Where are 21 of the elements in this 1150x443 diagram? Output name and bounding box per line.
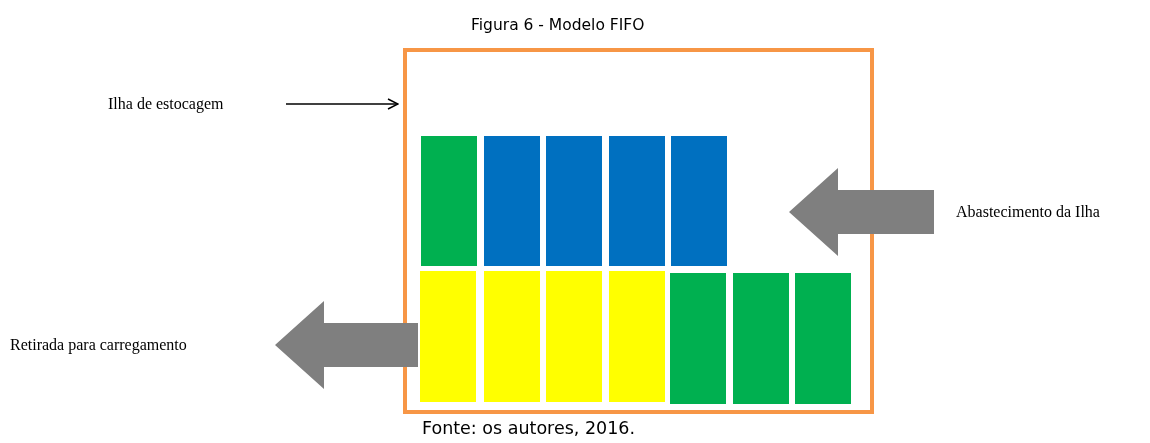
pallet-block [609, 271, 665, 402]
pallet-block [609, 136, 665, 266]
pallet-block [671, 136, 727, 266]
block-arrow [789, 168, 934, 256]
pallet-block [795, 273, 851, 404]
pallet-block [421, 136, 477, 266]
arrow [285, 98, 399, 110]
label-text: Retirada para carregamento [10, 335, 252, 355]
label-text: Ilha de estocagem [108, 94, 266, 114]
pallet-block [733, 273, 789, 404]
pallet-block [420, 271, 476, 402]
pallet-block [484, 271, 540, 402]
pallet-block [546, 136, 602, 266]
label-text: Abastecimento da Ilha [956, 202, 1150, 222]
figure-title: Figura 6 - Modelo FIFO [471, 16, 645, 34]
figure-caption: Fonte: os autores, 2016. [422, 418, 636, 438]
pallet-block [484, 136, 540, 266]
storage-area-frame [403, 48, 874, 414]
block-arrow [275, 301, 418, 389]
pallet-block [670, 273, 726, 404]
pallet-block [546, 271, 602, 402]
